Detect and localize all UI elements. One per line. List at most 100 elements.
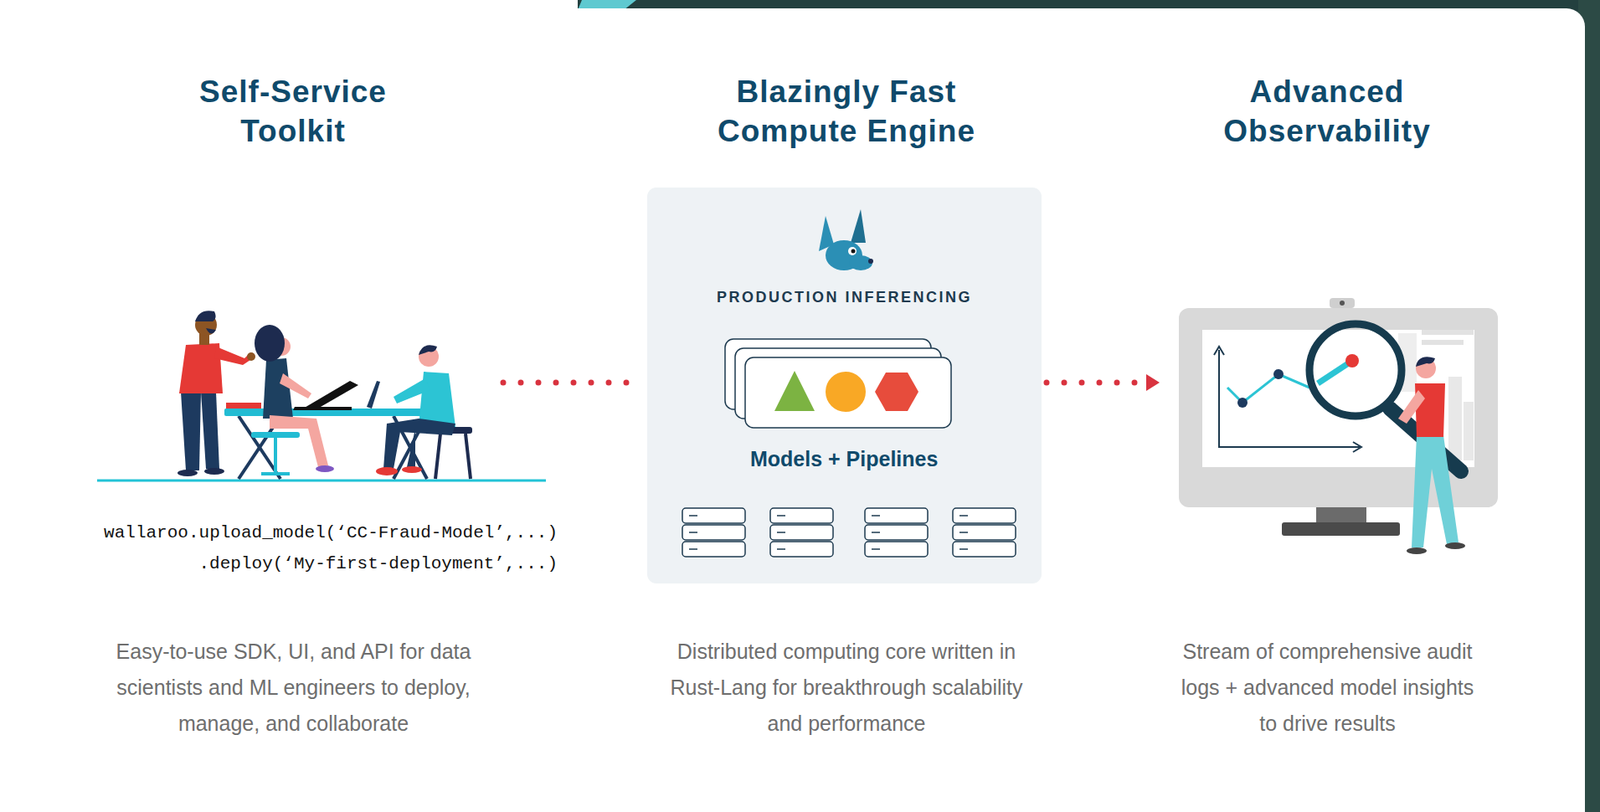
monitor-illustration-part bbox=[1339, 300, 1345, 306]
team-illustration-part bbox=[406, 428, 416, 468]
team-illustration-part bbox=[293, 406, 352, 411]
team-illustration-part bbox=[315, 465, 335, 473]
team-illustration-part bbox=[279, 373, 312, 399]
dotted-connector bbox=[503, 382, 643, 384]
backdrop-part bbox=[15, 8, 1585, 812]
team-illustration-part bbox=[435, 433, 441, 479]
server-stacks-part bbox=[689, 548, 698, 551]
server-stacks-part bbox=[682, 508, 746, 524]
mascot-icon-part bbox=[848, 246, 857, 256]
team-illustration-part bbox=[251, 432, 300, 438]
team-illustration-part bbox=[261, 472, 290, 476]
team-illustration-part bbox=[269, 415, 329, 468]
mascot-icon bbox=[818, 209, 874, 271]
server-stacks-part bbox=[776, 514, 786, 517]
team-illustration-part bbox=[418, 344, 438, 355]
monitor-illustration-part bbox=[1281, 522, 1400, 536]
compute-panel-part bbox=[647, 187, 1042, 584]
mascot-icon-part bbox=[850, 209, 866, 243]
server-stacks bbox=[682, 508, 1016, 557]
monitor-illustration-part bbox=[1445, 542, 1466, 550]
monitor-illustration-part bbox=[1415, 356, 1436, 367]
server-stacks-part bbox=[770, 508, 834, 524]
team-illustration-part bbox=[226, 402, 262, 409]
compute-panel bbox=[647, 187, 1042, 584]
team-illustration bbox=[97, 310, 546, 481]
monitor-illustration-part bbox=[1448, 376, 1462, 461]
monitor-illustration-part bbox=[1411, 435, 1459, 548]
monitor-illustration-part bbox=[1219, 349, 1360, 448]
monitor-illustration-part bbox=[1273, 369, 1284, 380]
server-stacks-part bbox=[871, 531, 880, 534]
team-illustration-part bbox=[393, 378, 431, 404]
team-illustration-part bbox=[246, 352, 256, 361]
monitor-illustration-part bbox=[1353, 442, 1362, 453]
monitor-illustration-part bbox=[1414, 383, 1446, 438]
compute-panel-part bbox=[745, 357, 952, 428]
team-illustration-part bbox=[262, 358, 294, 419]
column-heading: Self-Service Toolkit bbox=[167, 72, 419, 151]
server-stacks-part bbox=[959, 548, 968, 551]
server-stacks-part bbox=[682, 524, 746, 541]
team-illustration-part bbox=[214, 346, 253, 366]
code-line: wallaroo.upload_model(‘CC-Fraud-Model’,.… bbox=[75, 517, 558, 549]
compute-column: Blazingly Fast Compute EngineDistributed… bbox=[647, 66, 1046, 762]
mascot-icon-part bbox=[851, 249, 856, 254]
server-stacks-part bbox=[689, 514, 698, 517]
team-illustration-part bbox=[204, 468, 225, 475]
server-stacks-part bbox=[776, 531, 786, 534]
server-stacks-part bbox=[952, 541, 1016, 557]
server-stacks-part bbox=[770, 524, 834, 541]
monitor-illustration-part bbox=[1345, 354, 1359, 368]
panel-subheading: Models + Pipelines bbox=[750, 445, 938, 473]
team-illustration-part bbox=[273, 437, 278, 474]
mascot-icon-part bbox=[848, 255, 873, 271]
team-illustration-part bbox=[401, 466, 422, 474]
column-description: Distributed computing core written in Ru… bbox=[653, 633, 1040, 742]
monitor-illustration-part bbox=[1178, 308, 1498, 508]
monitor-illustration bbox=[1178, 298, 1498, 555]
team-illustration-part bbox=[205, 328, 217, 335]
compute-panel-part bbox=[874, 372, 919, 412]
column-description: Easy-to-use SDK, UI, and API for data sc… bbox=[107, 633, 480, 742]
dotted-connector-part bbox=[1046, 380, 1143, 386]
team-illustration-part bbox=[254, 324, 285, 362]
dotted-connector bbox=[1046, 374, 1160, 391]
server-stacks-part bbox=[864, 508, 928, 524]
team-illustration-part bbox=[465, 433, 471, 479]
server-stacks-part bbox=[770, 541, 834, 557]
column-description: Stream of comprehensive audit logs + adv… bbox=[1178, 633, 1477, 742]
server-stacks-part bbox=[952, 508, 1016, 524]
dotted-connector-part bbox=[1146, 374, 1160, 391]
code-line: .deploy(‘My-first-deployment’,...) bbox=[75, 548, 558, 580]
monitor-illustration-part bbox=[1421, 339, 1464, 345]
monitor-illustration-part bbox=[1421, 329, 1474, 335]
team-illustration-part bbox=[195, 310, 217, 322]
team-illustration-part bbox=[97, 479, 546, 483]
team-illustration-part bbox=[303, 380, 359, 411]
dotted-connector-part bbox=[503, 380, 643, 386]
monitor-illustration-part bbox=[1227, 374, 1310, 403]
column-heading: Advanced Observability bbox=[1201, 72, 1453, 151]
inference-panel: PRODUCTION INFERENCING Models + Pipelines bbox=[647, 187, 1042, 584]
server-stacks-part bbox=[871, 514, 880, 517]
panel-heading: PRODUCTION INFERENCING bbox=[716, 287, 973, 308]
column-heading: Blazingly Fast Compute Engine bbox=[687, 72, 1006, 151]
server-stacks-part bbox=[959, 514, 968, 517]
monitor-illustration-part bbox=[1406, 547, 1427, 555]
server-stacks-part bbox=[682, 541, 746, 557]
monitor-illustration-part bbox=[1237, 397, 1248, 408]
compute-panel-part bbox=[825, 371, 866, 412]
server-stacks-part bbox=[959, 531, 968, 534]
server-stacks-part bbox=[864, 541, 928, 557]
server-stacks-part bbox=[689, 531, 698, 534]
compute-panel-part bbox=[774, 370, 815, 412]
code-snippet: wallaroo.upload_model(‘CC-Fraud-Model’,.… bbox=[75, 517, 558, 580]
team-illustration-part bbox=[177, 469, 198, 477]
server-stacks-part bbox=[871, 548, 880, 551]
team-illustration-part bbox=[366, 380, 381, 409]
observability-column: Advanced ObservabilityStream of comprehe… bbox=[1159, 66, 1495, 762]
team-illustration-part bbox=[375, 467, 398, 476]
team-illustration-part bbox=[383, 418, 456, 469]
monitor-illustration-part bbox=[1214, 346, 1225, 355]
